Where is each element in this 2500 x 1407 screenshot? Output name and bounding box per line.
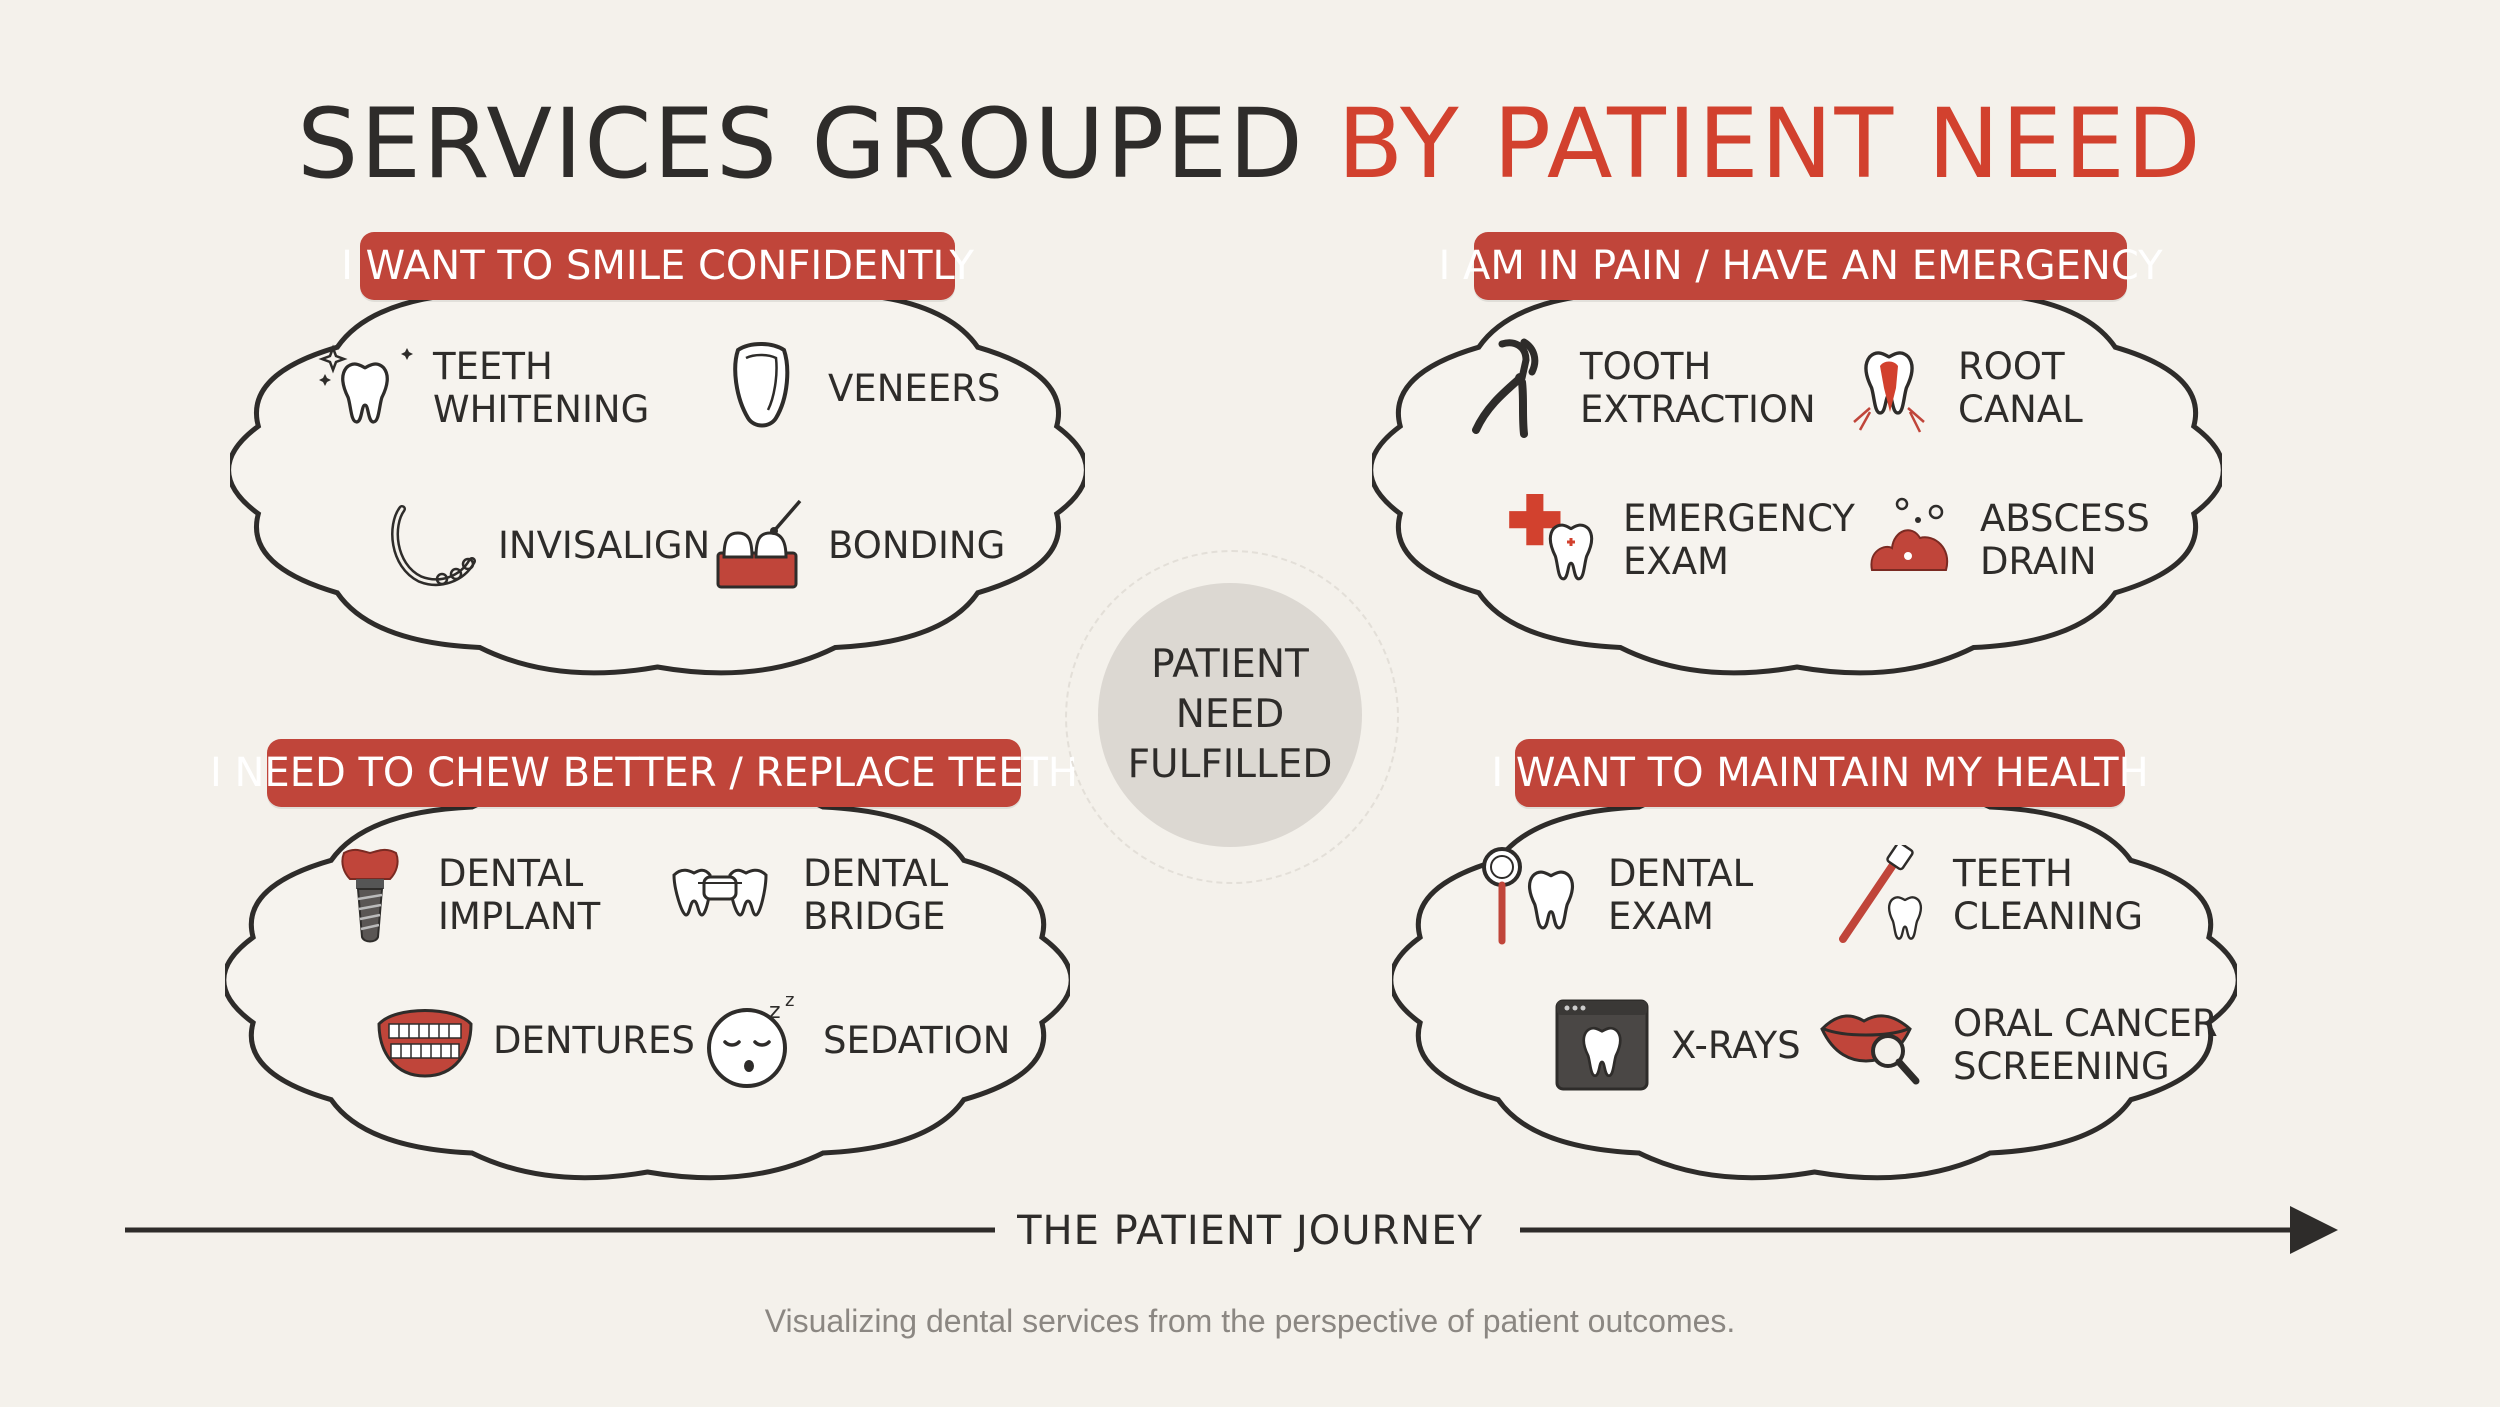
implant-icon	[341, 848, 399, 943]
xray-screen-icon	[1555, 999, 1649, 1091]
cloud-path	[1392, 779, 2237, 1181]
service-label: ROOT CANAL	[1958, 345, 2083, 431]
service-dental-bridge[interactable]: DENTAL BRIDGE	[655, 845, 948, 945]
service-label: ORAL CANCER SCREENING	[1953, 1002, 2218, 1088]
service-tooth-extraction[interactable]: TOOTH EXTRACTION	[1462, 338, 1816, 438]
journey-label: THE PATIENT JOURNEY	[1017, 1208, 1483, 1254]
group-smile-confidently	[230, 255, 1085, 685]
cloud-outline	[1392, 779, 2237, 1181]
service-label: TEETH CLEANING	[1953, 852, 2144, 938]
service-label: X-RAYS	[1671, 1023, 1801, 1067]
clear-aligner-icon	[391, 505, 476, 587]
service-x-rays[interactable]: X-RAYS	[1553, 995, 1801, 1095]
group-pain-emergency	[1372, 255, 2222, 685]
sparkling-tooth-icon	[318, 344, 413, 424]
service-invisalign[interactable]: INVISALIGN	[380, 495, 710, 595]
abscess-icon	[1870, 497, 1949, 571]
service-label: EMERGENCY EXAM	[1623, 497, 1855, 583]
svg-text:z: z	[769, 999, 781, 1024]
svg-text:z: z	[785, 990, 794, 1011]
service-label: INVISALIGN	[498, 523, 711, 567]
page-title: SERVICES GROUPED BY PATIENT NEED	[0, 88, 2500, 200]
service-teeth-whitening[interactable]: TEETH WHITENING	[315, 338, 649, 438]
service-label: DENTURES	[493, 1018, 695, 1062]
center-outcome-circle: PATIENT NEED FULFILLED	[1098, 583, 1362, 847]
journey-arrow	[125, 1206, 2338, 1254]
service-root-canal[interactable]: ROOT CANAL	[1840, 338, 2083, 438]
cloud-outline	[230, 264, 1085, 676]
lips-magnifier-icon	[1820, 1014, 1920, 1085]
service-dental-implant[interactable]: DENTAL IMPLANT	[320, 845, 600, 945]
service-abscess-drain[interactable]: ABSCESS DRAIN	[1862, 490, 2150, 590]
caption: Visualizing dental services from the per…	[764, 1303, 1736, 1339]
service-veneers[interactable]: VENEERS	[710, 338, 1000, 438]
group-heading-health: I WANT TO MAINTAIN MY HEALTH	[1491, 739, 2149, 807]
medical-cross-tooth-icon	[1509, 494, 1594, 581]
service-teeth-cleaning[interactable]: TEETH CLEANING	[1835, 845, 2143, 945]
service-label: DENTAL EXAM	[1608, 852, 1754, 938]
veneer-icon	[733, 342, 790, 428]
service-emergency-exam[interactable]: EMERGENCY EXAM	[1505, 490, 1855, 590]
group-chew-better	[225, 770, 1070, 1190]
dentures-icon	[377, 1009, 473, 1078]
bridge-icon	[672, 868, 768, 917]
cloud-outline	[225, 779, 1070, 1181]
service-label: VENEERS	[828, 366, 1001, 410]
group-heading-smile: I WANT TO SMILE CONFIDENTLY	[341, 232, 974, 300]
service-dental-exam[interactable]: DENTAL EXAM	[1470, 845, 1753, 945]
magnifier-tooth-icon	[1482, 847, 1575, 945]
sleeping-face-icon: z z	[707, 990, 794, 1088]
title-part-2: BY PATIENT NEED	[1337, 88, 2203, 200]
cloud-path	[225, 779, 1070, 1181]
service-bonding[interactable]: BONDING	[710, 495, 1005, 595]
service-label: SEDATION	[823, 1018, 1011, 1062]
group-heading-chew: I NEED TO CHEW BETTER / REPLACE TEETH	[210, 739, 1078, 807]
cloud-path	[1372, 264, 2222, 676]
center-halo	[1065, 550, 1399, 884]
service-label: TOOTH EXTRACTION	[1580, 345, 1816, 431]
service-sedation[interactable]: z z SEDATION	[705, 990, 1010, 1090]
service-label: BONDING	[828, 523, 1006, 567]
root-canal-tooth-icon	[1853, 351, 1925, 433]
forceps-icon	[1472, 338, 1539, 438]
toothbrush-tooth-icon	[1839, 845, 1923, 943]
service-oral-cancer-screening[interactable]: ORAL CANCER SCREENING	[1805, 995, 2218, 1095]
cloud-path	[230, 264, 1085, 676]
service-label: DENTAL BRIDGE	[803, 852, 949, 938]
group-maintain-health	[1392, 770, 2237, 1190]
bonding-tool-icon	[716, 499, 802, 589]
cloud-outline	[1372, 264, 2222, 676]
service-label: ABSCESS DRAIN	[1980, 497, 2150, 583]
service-label: TEETH WHITENING	[433, 345, 650, 431]
title-part-1: SERVICES GROUPED	[297, 88, 1338, 200]
service-label: DENTAL IMPLANT	[438, 852, 601, 938]
group-heading-pain: I AM IN PAIN / HAVE AN EMERGENCY	[1438, 232, 2163, 300]
service-dentures[interactable]: DENTURES	[375, 990, 695, 1090]
